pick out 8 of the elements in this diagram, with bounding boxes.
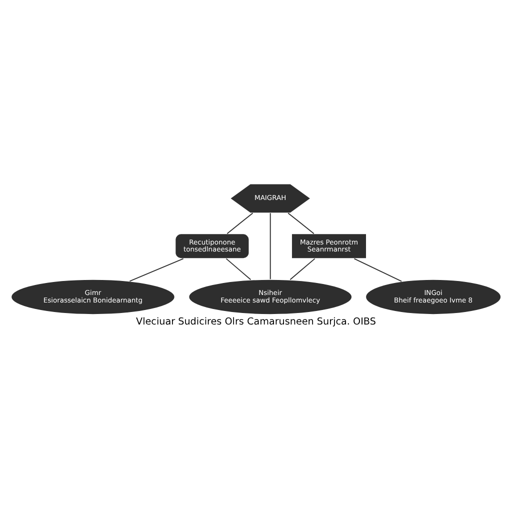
connector bbox=[288, 212, 314, 234]
connector bbox=[270, 212, 271, 280]
connector bbox=[226, 258, 252, 280]
connector bbox=[226, 212, 254, 234]
connector bbox=[354, 258, 402, 282]
diagram-title: Vleciuar Sudicires Olrs Camarusneen Surjca. OIBS bbox=[136, 316, 376, 327]
connector bbox=[129, 258, 184, 282]
connector bbox=[290, 258, 316, 280]
